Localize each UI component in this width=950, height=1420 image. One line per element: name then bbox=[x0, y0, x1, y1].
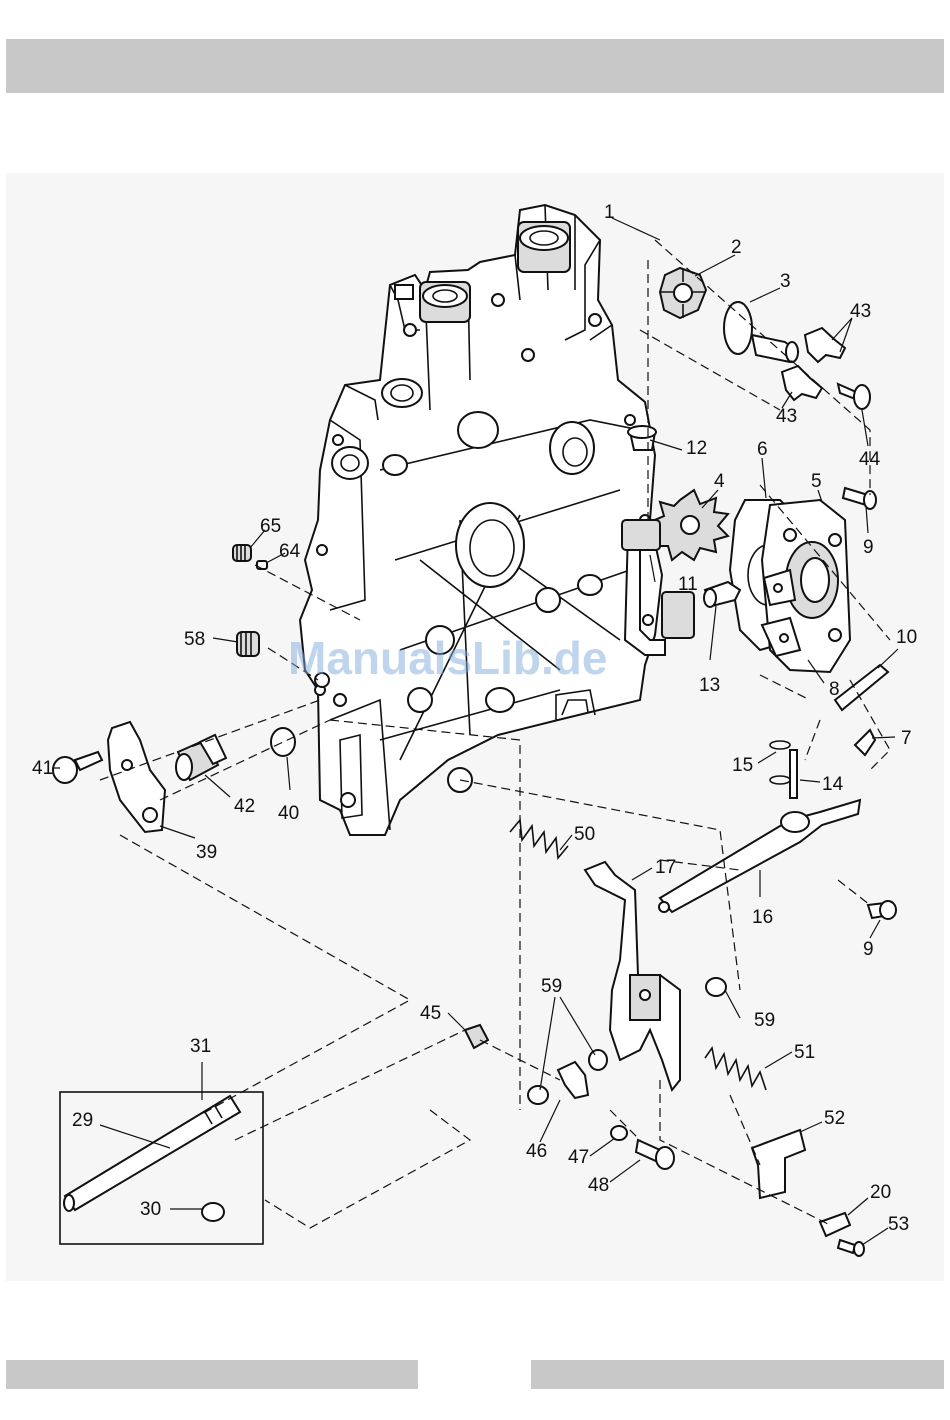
callout-8: 8 bbox=[829, 679, 840, 700]
footer-bar-left bbox=[6, 1360, 418, 1389]
callout-47: 47 bbox=[568, 1147, 589, 1168]
spring-51 bbox=[705, 1048, 766, 1090]
callout-42: 42 bbox=[234, 796, 255, 817]
callout-43-lower: 43 bbox=[776, 406, 797, 427]
header-bar bbox=[6, 39, 944, 93]
roller-42 bbox=[176, 735, 226, 780]
callout-2: 2 bbox=[731, 237, 742, 258]
callout-43-upper: 43 bbox=[850, 301, 871, 322]
callout-39: 39 bbox=[196, 842, 217, 863]
footer-bar-right bbox=[531, 1360, 944, 1389]
washer-47 bbox=[611, 1126, 627, 1140]
callout-11: 11 bbox=[678, 574, 698, 595]
diagram-canvas: 1 2 3 43 43 44 12 4 6 5 9 11 13 8 10 7 1… bbox=[6, 173, 944, 1281]
rotor-2 bbox=[660, 268, 706, 318]
callout-12: 12 bbox=[686, 438, 707, 459]
callout-48: 48 bbox=[588, 1175, 609, 1196]
callout-64: 64 bbox=[279, 541, 301, 562]
callout-59-left: 59 bbox=[541, 976, 562, 997]
nut-45 bbox=[465, 1025, 488, 1048]
callout-13: 13 bbox=[699, 675, 720, 696]
plate-20 bbox=[820, 1213, 850, 1236]
callout-51: 51 bbox=[794, 1042, 815, 1063]
plug-65 bbox=[233, 545, 251, 561]
plug-58 bbox=[237, 632, 259, 656]
exploded-parts-diagram: 1 2 3 43 43 44 12 4 6 5 9 11 13 8 10 7 1… bbox=[6, 173, 944, 1281]
callout-45: 45 bbox=[420, 1003, 441, 1024]
oring-3 bbox=[724, 302, 752, 354]
callout-4: 4 bbox=[714, 471, 725, 492]
callout-6: 6 bbox=[757, 439, 768, 460]
sleeve bbox=[752, 335, 798, 362]
screw-41 bbox=[53, 752, 102, 783]
callout-40: 40 bbox=[278, 803, 299, 824]
callout-65: 65 bbox=[260, 516, 281, 537]
callout-14: 14 bbox=[822, 774, 844, 795]
gear-4 bbox=[650, 490, 728, 560]
pin-14 bbox=[790, 750, 797, 798]
callout-50: 50 bbox=[574, 824, 595, 845]
callout-1: 1 bbox=[604, 202, 615, 223]
callout-31: 31 bbox=[190, 1036, 211, 1057]
callout-59-right: 59 bbox=[754, 1010, 775, 1031]
callout-46: 46 bbox=[526, 1141, 547, 1162]
spring-50 bbox=[510, 820, 568, 858]
clip-7 bbox=[855, 730, 875, 755]
lever-46 bbox=[558, 1062, 588, 1098]
callout-30: 30 bbox=[140, 1199, 161, 1220]
callout-16: 16 bbox=[752, 907, 773, 928]
callout-53: 53 bbox=[888, 1214, 909, 1235]
ring-15 bbox=[770, 741, 790, 784]
oring-40 bbox=[271, 728, 295, 756]
callout-10: 10 bbox=[896, 627, 917, 648]
washer-59-right bbox=[706, 978, 726, 996]
pin-64 bbox=[257, 561, 267, 569]
plate-39 bbox=[108, 722, 165, 832]
screw-9-upper bbox=[843, 488, 876, 509]
cap-12 bbox=[628, 426, 656, 450]
callout-29: 29 bbox=[72, 1110, 93, 1131]
callout-7: 7 bbox=[901, 728, 912, 749]
watermark: ManualsLib.de bbox=[288, 632, 607, 684]
screw-53 bbox=[838, 1240, 864, 1256]
callout-58: 58 bbox=[184, 629, 205, 650]
callout-9-upper: 9 bbox=[863, 537, 874, 558]
callout-3: 3 bbox=[780, 271, 791, 292]
screw-9-lower bbox=[868, 901, 896, 919]
callout-41: 41 bbox=[32, 758, 53, 779]
callout-52: 52 bbox=[824, 1108, 845, 1129]
callout-17: 17 bbox=[655, 857, 676, 878]
callout-44: 44 bbox=[859, 449, 881, 470]
pin-10 bbox=[835, 665, 888, 710]
callout-9-lower: 9 bbox=[863, 939, 874, 960]
callout-15: 15 bbox=[732, 755, 753, 776]
main-housing bbox=[300, 205, 662, 835]
bolt-48 bbox=[636, 1140, 674, 1169]
bolt-44 bbox=[838, 384, 870, 409]
clip-30 bbox=[202, 1203, 224, 1221]
callout-20: 20 bbox=[870, 1182, 891, 1203]
callout-5: 5 bbox=[811, 471, 822, 492]
